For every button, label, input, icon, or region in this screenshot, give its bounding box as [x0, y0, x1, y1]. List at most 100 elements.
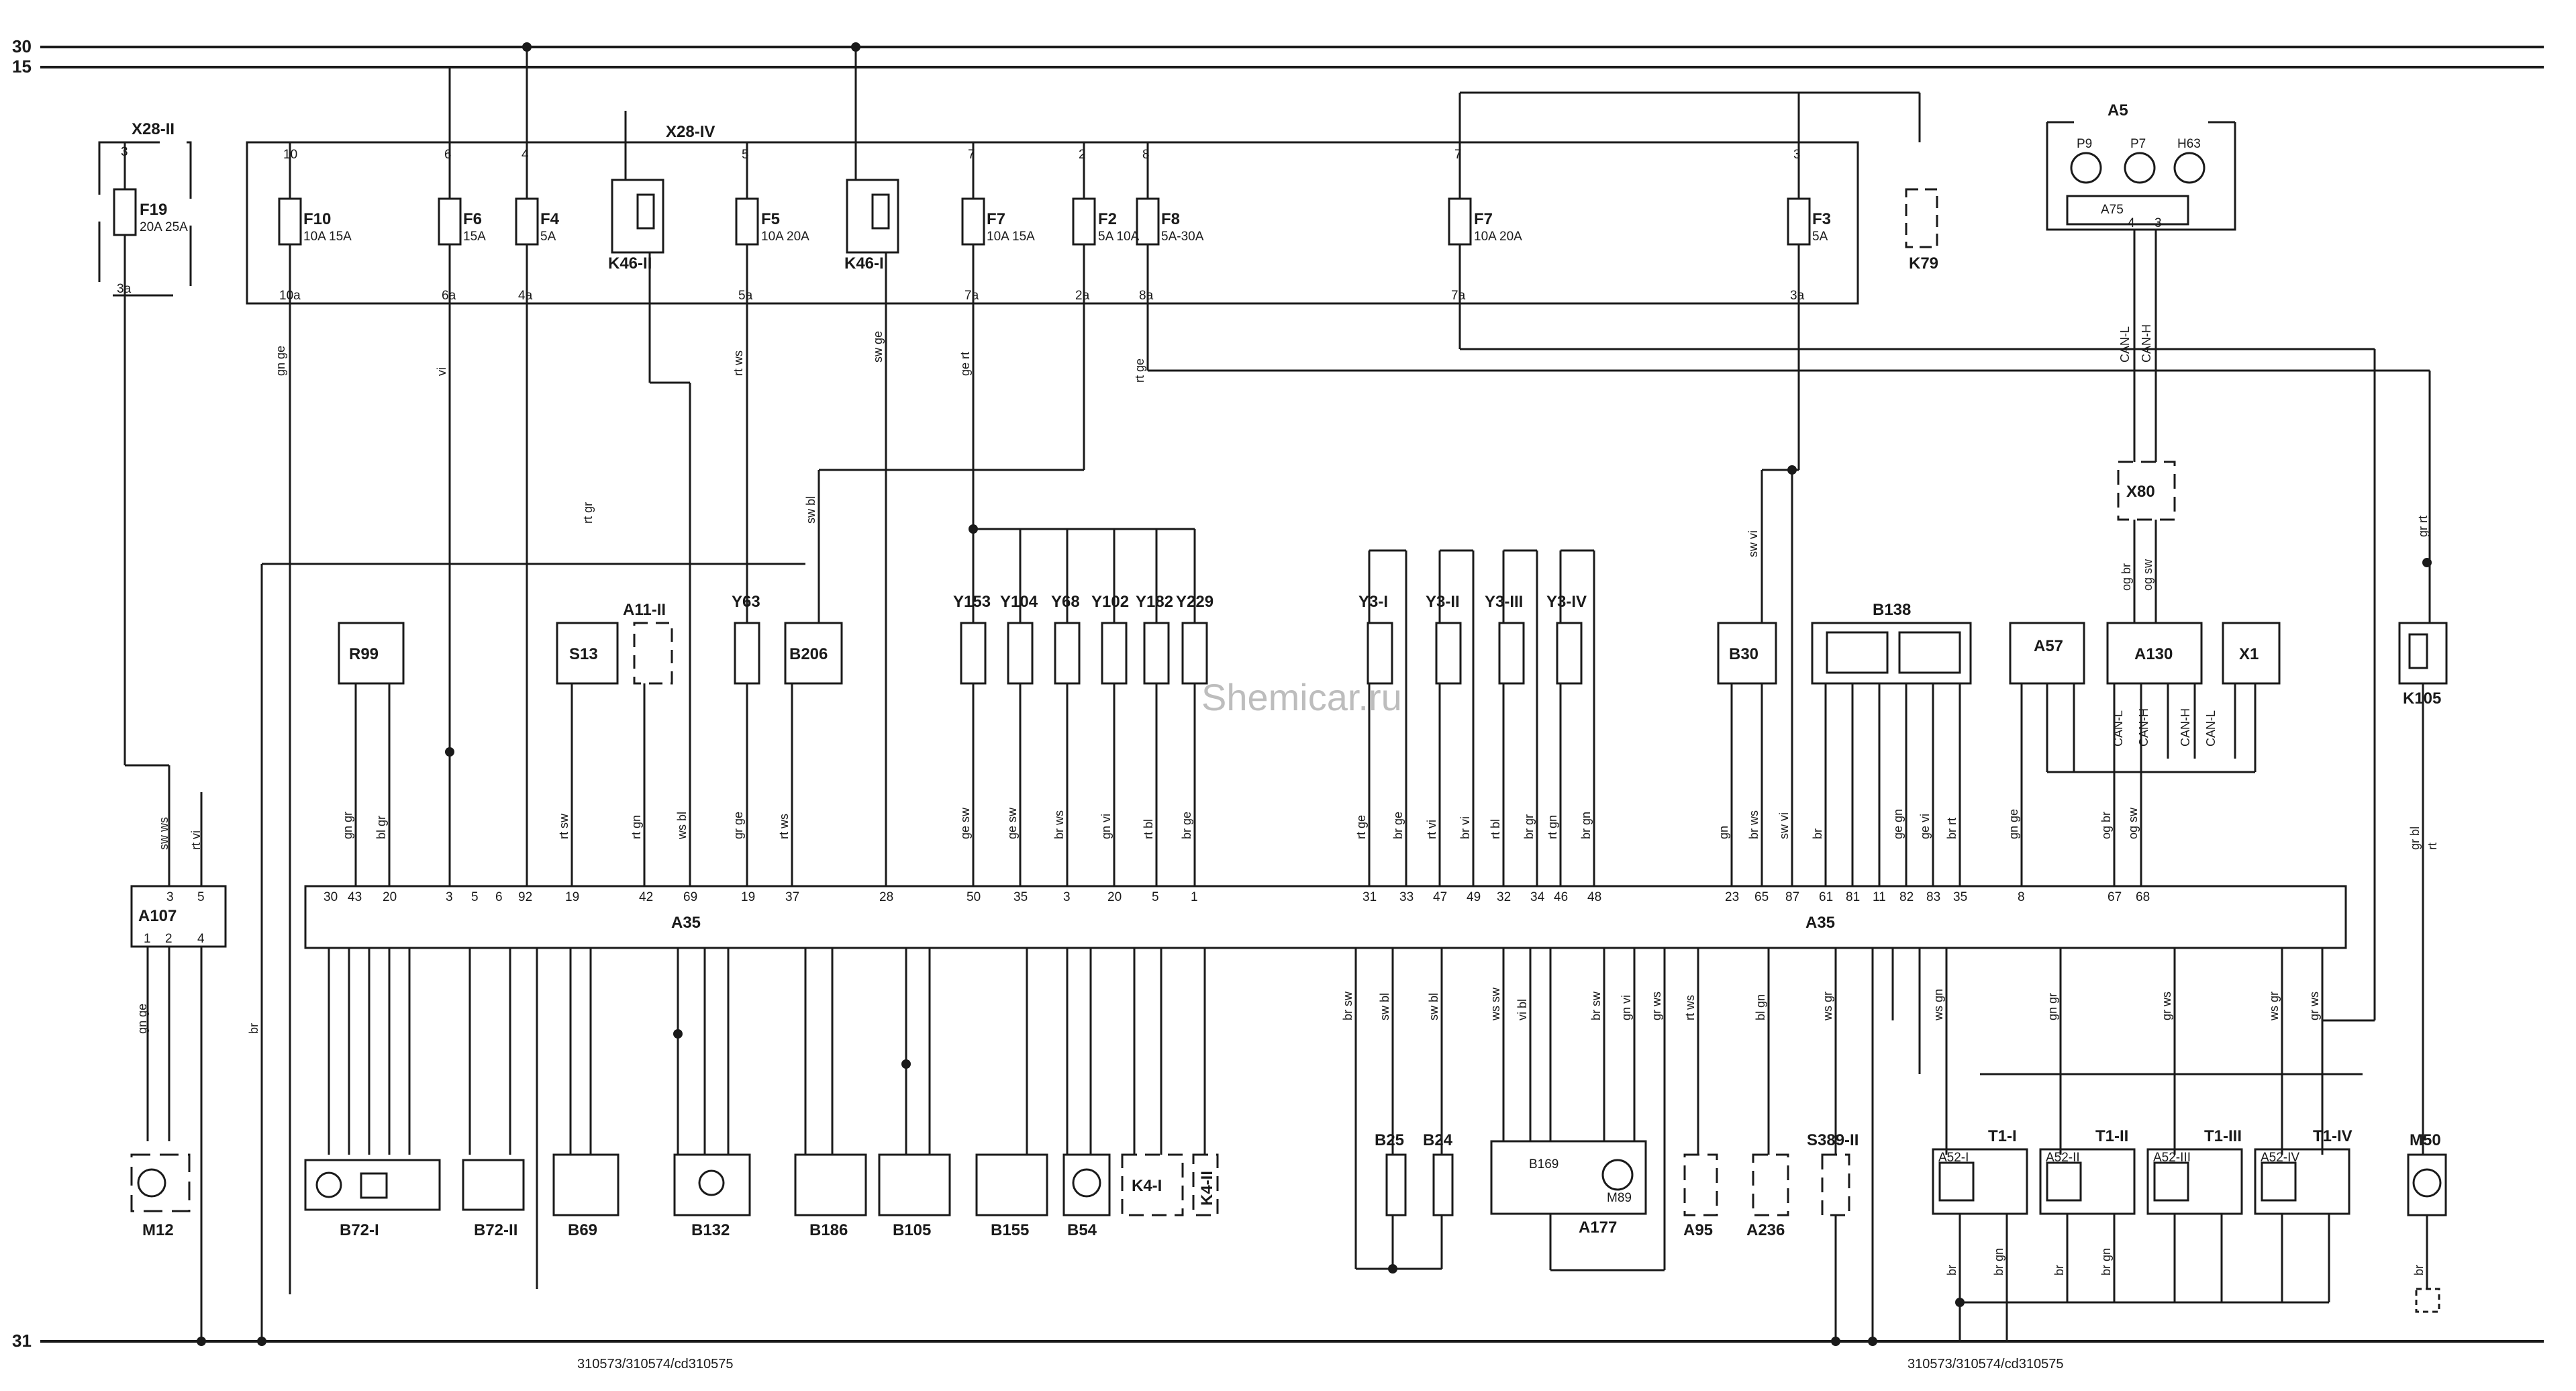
y63-label: Y63 [732, 593, 760, 611]
wire-label: og sw [2126, 807, 2140, 839]
fuse-f7b-top: 7 [1454, 148, 1462, 162]
a35-pin: 50 [967, 890, 981, 904]
wire-label: rt bl [1489, 819, 1502, 839]
b155-box [975, 1153, 1048, 1216]
wire-label: sw ge [871, 331, 885, 363]
y3i-box [1367, 622, 1393, 685]
wire-label: br ws [1052, 810, 1066, 839]
fuse-f4 [515, 197, 539, 246]
y3ii-label: Y3-II [1426, 593, 1460, 611]
a35-pin: 3 [1063, 890, 1071, 904]
y104-box [1007, 622, 1034, 685]
fuse-f8-label: F8 [1161, 210, 1180, 228]
wire-label: rt [2426, 843, 2439, 850]
fuse-f8-bottom: 8a [1139, 289, 1154, 303]
wire-label: rt ws [1683, 995, 1697, 1020]
b30-box [1717, 622, 1777, 685]
t1iii-box [2146, 1148, 2243, 1215]
fuse-f5-top: 5 [742, 148, 749, 162]
wire-label: br ge [1391, 812, 1405, 839]
wire-label: rt ge [1133, 358, 1146, 383]
a35-top-pins: 30 43 20 3 5 6 92 19 42 69 19 37 28 50 3… [324, 890, 2150, 904]
fuse-f6-rating: 15A [463, 230, 486, 244]
fuse-f2 [1072, 197, 1096, 246]
x28ii-top-pin: 3 [121, 145, 128, 159]
x28iv-box [246, 141, 1859, 305]
fuse-f4-bottom: 4a [518, 289, 533, 303]
a95-box [1683, 1153, 1718, 1216]
t1iv-label: T1-IV [2313, 1127, 2352, 1145]
fuse-f8-rating: 5A-30A [1161, 230, 1204, 244]
b206-box [784, 622, 843, 685]
wire-label: br rt [1945, 818, 1959, 839]
fuse-f5 [735, 197, 759, 246]
a236-box [1752, 1153, 1789, 1216]
a35-label: A35 [671, 914, 701, 932]
a75-label: A75 [2101, 203, 2124, 217]
k105-label: K105 [2403, 689, 2441, 708]
wire-label: br gn [1992, 1248, 2005, 1276]
y3iv-box [1556, 622, 1583, 685]
a35-pin: 83 [1926, 890, 1940, 904]
junction-dot [1868, 1337, 1877, 1346]
fuse-f5-label: F5 [761, 210, 780, 228]
fuse-f3-top: 3 [1793, 148, 1801, 162]
bus-15-label: 15 [12, 56, 32, 77]
a35-pin: 68 [2136, 890, 2150, 904]
a52ii-label: A52-II [2046, 1151, 2080, 1165]
a75-pin-4: 4 [2128, 216, 2135, 230]
a35-pin: 28 [879, 890, 893, 904]
k79-label: K79 [1909, 254, 1938, 273]
t1i-box [1932, 1148, 2028, 1215]
a11ii-box [633, 622, 673, 685]
y104-label: Y104 [1000, 593, 1038, 611]
wire-label: og sw [2141, 559, 2154, 591]
wire-label: gr ws [1650, 992, 1663, 1020]
wire-label: rt sw [557, 813, 571, 839]
r99-box [338, 622, 405, 685]
b105-box [878, 1153, 951, 1216]
m50-label: M50 [2410, 1131, 2441, 1149]
footer-right: 310573/310574/cd310575 [1908, 1357, 2063, 1372]
wire-label: bl gn [1754, 994, 1767, 1020]
y3iii-box [1498, 622, 1525, 685]
a107-box [130, 885, 227, 948]
x1-box [2222, 622, 2281, 685]
k4ii-box [1192, 1153, 1219, 1216]
t1ii-label: T1-II [2095, 1127, 2128, 1145]
wire-label: ge sw [1005, 807, 1019, 839]
b25-label: B25 [1375, 1131, 1404, 1149]
wire-label: br [1945, 1265, 1959, 1276]
a35-pin: 47 [1433, 890, 1447, 904]
a35-pin: 67 [2108, 890, 2122, 904]
s389ii-box [1821, 1153, 1850, 1216]
wire-label: ge rt [958, 352, 972, 376]
fuse-f7a-label: F7 [987, 210, 1005, 228]
a35-pin: 37 [785, 890, 799, 904]
wire-label: sw vi [1777, 812, 1791, 839]
wire-label: gr ws [2160, 992, 2173, 1020]
wire-label: br ge [1180, 812, 1193, 839]
b72i-box [304, 1159, 441, 1211]
a107-pin-bot-3: 4 [197, 932, 205, 946]
fuse-f7b-bottom: 7a [1451, 289, 1466, 303]
x1-label: X1 [2239, 645, 2259, 663]
fuse-f10 [278, 197, 302, 246]
m12-label: M12 [142, 1221, 174, 1239]
wire-label: gn ge [274, 346, 287, 376]
wire-label: gn gr [341, 812, 354, 839]
junction-dot [522, 42, 532, 52]
p7-label: P7 [2130, 137, 2146, 151]
junction-dot [901, 1059, 911, 1069]
b24-box [1432, 1153, 1454, 1216]
fuse-f6 [438, 197, 462, 246]
b132-box [673, 1153, 751, 1216]
a35-pin: 34 [1530, 890, 1545, 904]
b206-label: B206 [789, 645, 828, 663]
t1ii-box [2039, 1148, 2136, 1215]
a75-box [2066, 195, 2189, 226]
footer-left: 310573/310574/cd310575 [577, 1357, 733, 1372]
fuse-f8 [1136, 197, 1160, 246]
m12-box [130, 1153, 191, 1212]
fuse-f19-label: F19 [140, 201, 167, 219]
